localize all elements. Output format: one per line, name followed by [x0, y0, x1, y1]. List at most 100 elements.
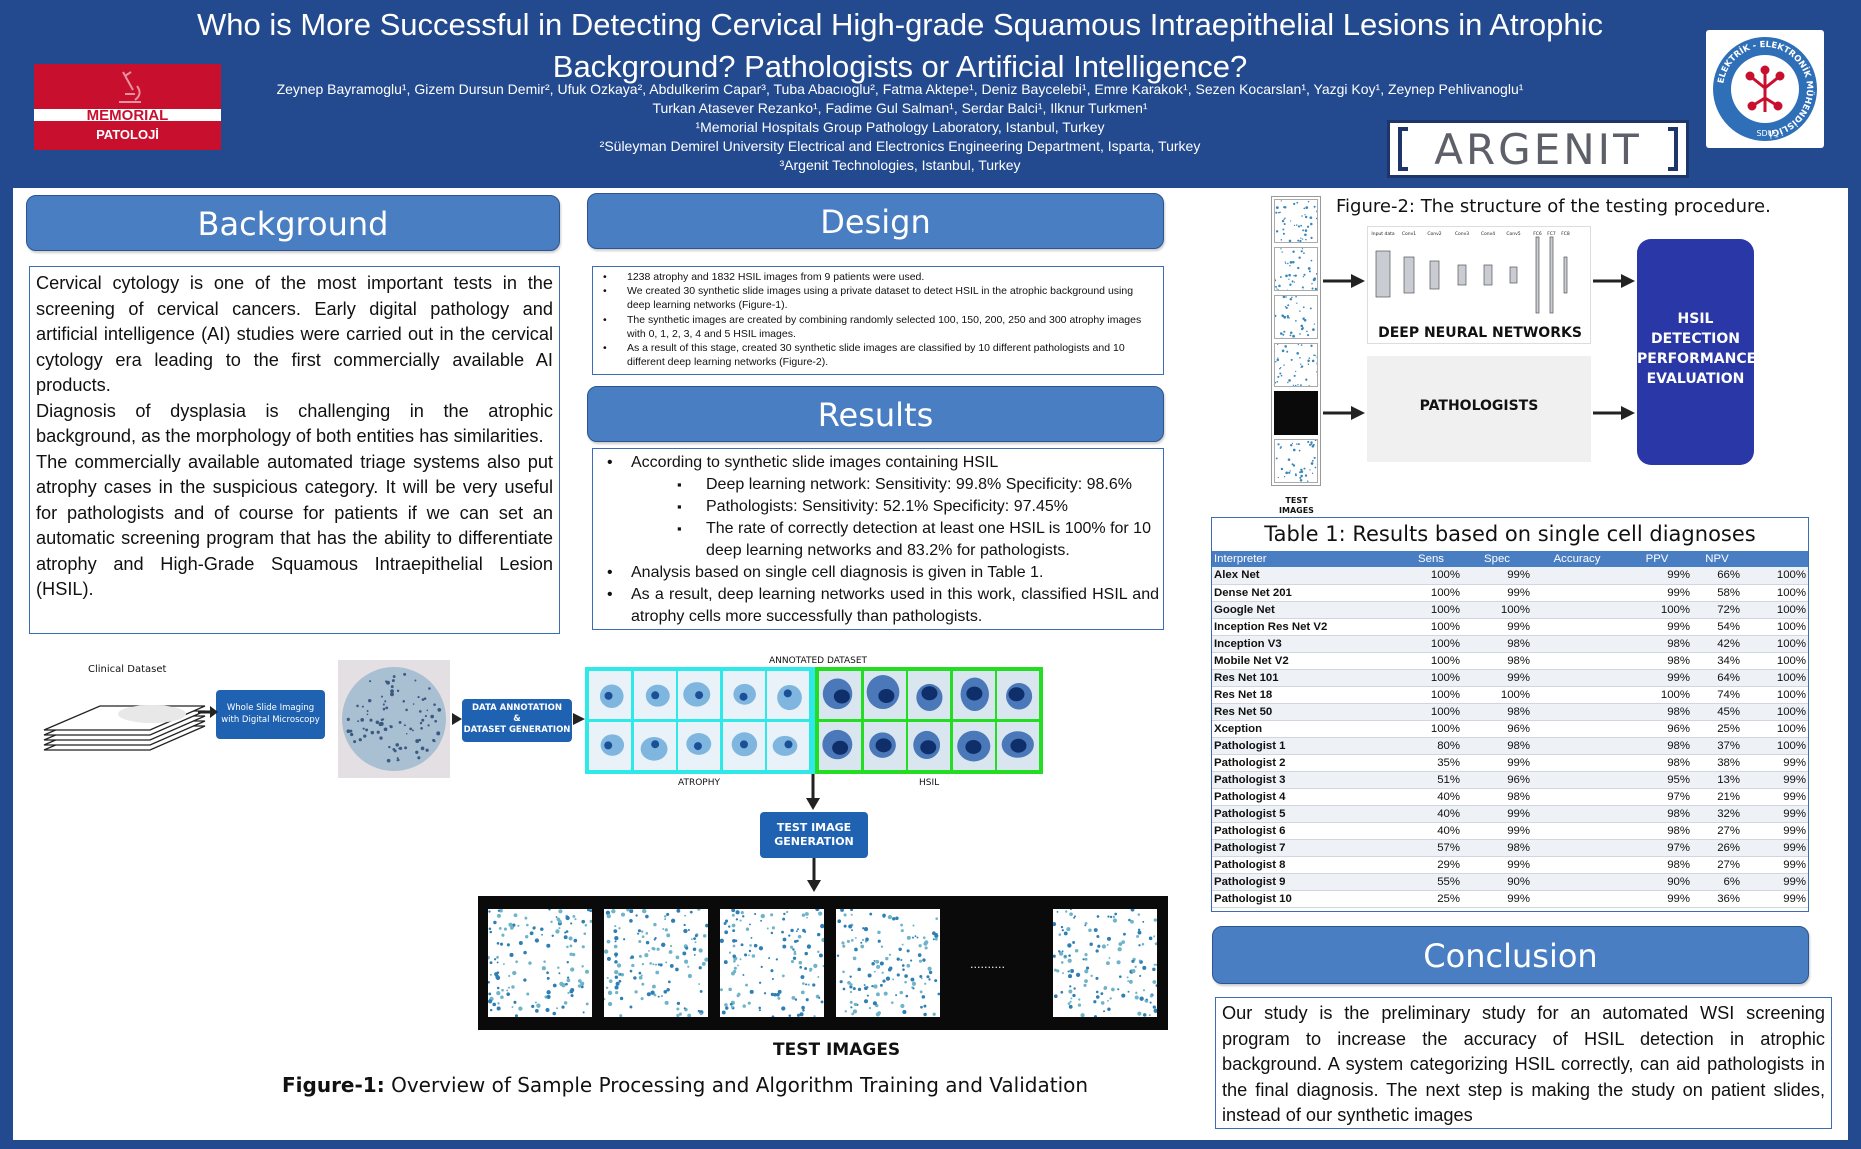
affiliation-2: ²Süleyman Demirel University Electrical … [599, 138, 1201, 154]
table-cell [1532, 805, 1622, 823]
table-cell: 54% [1692, 618, 1742, 636]
cell-image [678, 721, 720, 770]
table-cell: 99% [1462, 856, 1532, 874]
table-cell-interpreter: Alex Net [1212, 567, 1400, 585]
table-cell: 100% [1400, 584, 1462, 602]
cell-image [997, 721, 1039, 770]
table-cell: 100% [1742, 720, 1808, 738]
table-cell: 27% [1692, 822, 1742, 840]
cnn-layer [1509, 266, 1518, 284]
results-sub-1: Deep learning network: Sensitivity: 99.8… [597, 474, 1159, 496]
table-cell: 99% [1742, 839, 1808, 857]
table-cell-interpreter: Xception [1212, 720, 1400, 738]
test-thumbnail [1274, 343, 1318, 387]
cell-image [997, 671, 1039, 719]
sdu-logo: ELEKTRİK - ELEKTRONİK MÜHENDİSLİĞİ SDU [1706, 30, 1824, 148]
background-paragraph-1: Cervical cytology is one of the most imp… [36, 273, 553, 395]
atrophy-image-grid [585, 667, 815, 774]
table-cell [1532, 686, 1622, 704]
th-ppv: PPV [1622, 551, 1692, 567]
title-line-1: Who is More Successful in Detecting Cerv… [196, 7, 1604, 42]
memorial-band [34, 109, 221, 121]
bracket-left [1398, 127, 1408, 171]
arrow-to-dnn-icon [1323, 274, 1365, 288]
table-cell: 98% [1622, 822, 1692, 840]
table-cell: 100% [1400, 601, 1462, 619]
wsi-line-1: Whole Slide Imaging [226, 703, 315, 713]
table-cell: 98% [1462, 788, 1532, 806]
table-cell: 99% [1742, 822, 1808, 840]
cell-image [908, 721, 950, 770]
cnn-layer-label: FC8 [1561, 231, 1570, 237]
table-cell: 98% [1622, 703, 1692, 721]
annotation-line-3: DATASET GENERATION [463, 725, 571, 735]
conclusion-box: Our study is the preliminary study for a… [1215, 997, 1832, 1129]
eval-line-3: PERFORMANCE [1637, 351, 1757, 367]
background-box: Cervical cytology is one of the most imp… [29, 266, 560, 634]
table-cell: 98% [1462, 839, 1532, 857]
table-cell: 26% [1692, 839, 1742, 857]
table-cell: 99% [1622, 567, 1692, 585]
table-cell: 99% [1462, 618, 1532, 636]
arrow-to-pathologists-icon [1323, 406, 1365, 420]
clinical-slides-stack-icon [43, 705, 206, 751]
cnn-layer-label: Conv3 [1455, 231, 1469, 237]
table-cell: 100% [1742, 703, 1808, 721]
table-cell: 13% [1692, 771, 1742, 789]
figure1-caption-bold: Figure-1: [282, 1073, 385, 1097]
results-list: According to synthetic slide images cont… [597, 452, 1159, 628]
table-cell: 99% [1742, 788, 1808, 806]
table-cell [1532, 567, 1622, 585]
cnn-layer [1429, 260, 1440, 290]
table-cell: 55% [1400, 873, 1462, 891]
test-thumbnail [1274, 247, 1318, 291]
table-cell: 100% [1742, 669, 1808, 687]
table-cell: 97% [1622, 788, 1692, 806]
table-cell: 100% [1622, 601, 1692, 619]
table-cell: 98% [1462, 737, 1532, 755]
sdu-emblem-icon: ELEKTRİK - ELEKTRONİK MÜHENDİSLİĞİ SDU [1713, 37, 1817, 141]
table-cell: 58% [1692, 584, 1742, 602]
table-cell-interpreter: Pathologist 2 [1212, 754, 1400, 772]
evaluation-box: HSIL DETECTION PERFORMANCE EVALUATION [1637, 239, 1757, 465]
arrow-down-2-icon [807, 858, 821, 892]
table-cell-interpreter: Pathologist 7 [1212, 839, 1400, 857]
results-item-2: Analysis based on single cell diagnosis … [597, 562, 1159, 584]
table-cell [1532, 720, 1622, 738]
wsi-line-2: with Digital Microscopy [221, 715, 320, 725]
design-item-1: 1238 atrophy and 1832 HSIL images from 9… [597, 270, 1159, 284]
table-cell [1532, 754, 1622, 772]
table-cell [1532, 737, 1622, 755]
cnn-layer-label: Conv2 [1427, 231, 1441, 237]
table-cell [1532, 652, 1622, 670]
table-cell: 100% [1742, 635, 1808, 653]
table-cell [1532, 771, 1622, 789]
table-cell: 100% [1742, 686, 1808, 704]
test-images-strip [478, 896, 1168, 1030]
figure2-test-images-label: TEST IMAGES [1279, 496, 1314, 516]
table-cell: 99% [1742, 890, 1808, 908]
test-image [720, 909, 824, 1017]
title-line-2: Background? Pathologists or Artificial I… [552, 49, 1248, 84]
table-cell: 72% [1692, 601, 1742, 619]
affiliation-3: ³Argenit Technologies, Istanbul, Turkey [779, 157, 1021, 173]
table-cell-interpreter: Pathologist 10 [1212, 890, 1400, 908]
table-cell [1532, 873, 1622, 891]
table-cell: 100% [1400, 618, 1462, 636]
table-cell: 40% [1400, 805, 1462, 823]
test-gen-line-2: GENERATION [774, 835, 854, 848]
table-cell-interpreter: Pathologist 5 [1212, 805, 1400, 823]
table-cell: 90% [1462, 873, 1532, 891]
table-cell: 96% [1462, 771, 1532, 789]
figure2-test-column [1271, 196, 1321, 486]
authors-line-2: Turkan Atasever Rezanko¹, Fadime Gul Sal… [652, 100, 1148, 116]
whole-slide-image [338, 660, 450, 778]
table-cell-interpreter: Pathologist 6 [1212, 822, 1400, 840]
table-cell [1532, 635, 1622, 653]
bracket-right [1668, 127, 1678, 171]
th-interpreter: Interpreter [1212, 551, 1400, 567]
wsi-box: Whole Slide Imaging with Digital Microsc… [216, 690, 325, 739]
table-cell: 100% [1400, 635, 1462, 653]
